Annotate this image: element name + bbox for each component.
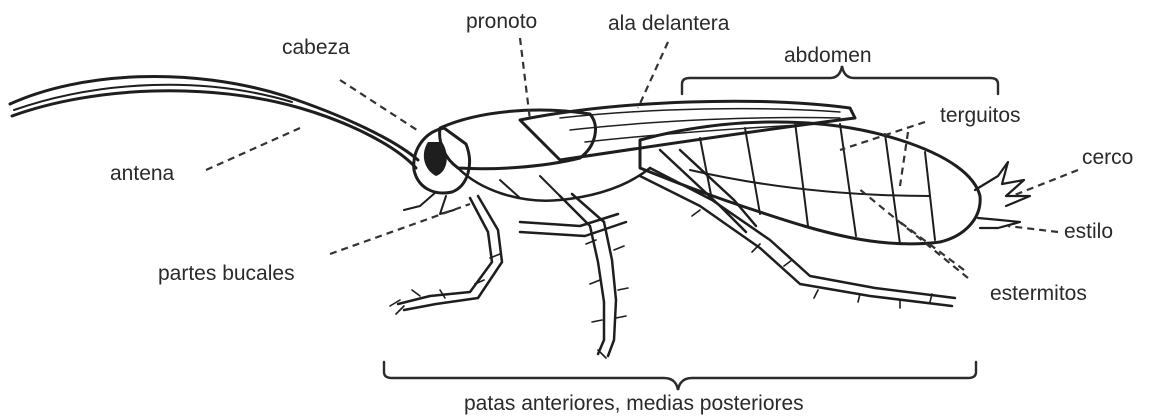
leader-lines (206, 38, 1078, 278)
legs-brace (384, 362, 976, 390)
label-forewing: ala delantera (608, 12, 730, 35)
label-cercus: cerco (1082, 146, 1133, 169)
thorax-drawing (458, 168, 650, 201)
label-head: cabeza (282, 36, 350, 59)
label-tergites: terguitos (940, 104, 1021, 127)
pronotum-drawing (440, 110, 596, 169)
antenna-drawing (10, 76, 418, 168)
label-stylus: estilo (1064, 220, 1113, 243)
label-mouthparts: partes bucales (158, 262, 295, 285)
label-sternites: estermitos (990, 282, 1087, 305)
label-legs: patas anteriores, medias posteriores (464, 392, 804, 415)
cockroach-illustration (10, 76, 1030, 358)
abdomen-brace (682, 66, 998, 94)
label-antenna: antena (110, 162, 175, 185)
label-abdomen: abdomen (784, 44, 872, 67)
label-pronotum: pronoto (466, 10, 537, 33)
